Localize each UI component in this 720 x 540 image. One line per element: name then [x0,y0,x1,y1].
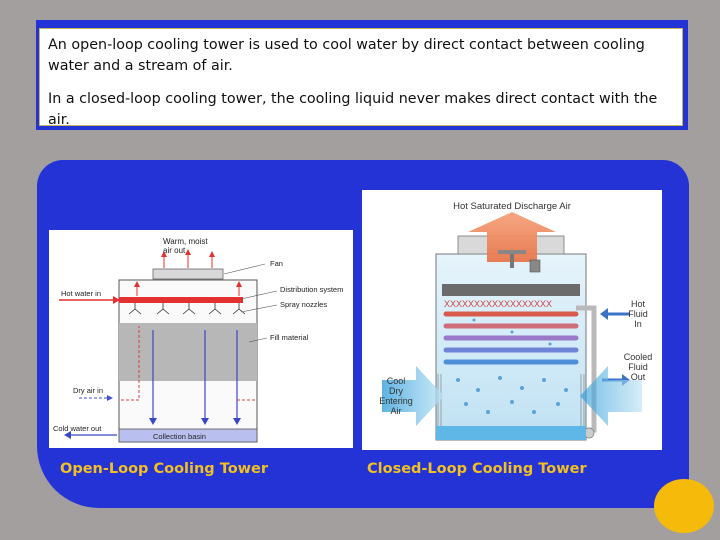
spray-header-label: XXXXXXXXXXXXXXXXXX [444,299,552,309]
closed-loop-diagram: Hot Saturated Discharge Air XXXXXXXXXXXX… [362,190,662,450]
intro-text-box: An open-loop cooling tower is used to co… [39,28,683,128]
fan-blade-icon [498,250,526,254]
fan-icon [152,268,224,280]
open-loop-description: An open-loop cooling tower is used to co… [48,37,645,74]
hot-water-label: Hot water in [61,289,101,298]
intro-frame: An open-loop cooling tower is used to co… [36,20,688,130]
hot-fluid-label-2: Fluid [628,309,648,319]
open-loop-caption: Open-Loop Cooling Tower [60,461,269,477]
open-loop-diagram: Warm, moist air out Fan Hot water in Dis… [49,230,353,448]
closed-loop-svg: Hot Saturated Discharge Air XXXXXXXXXXXX… [379,201,653,441]
collection-basin [118,428,258,443]
hot-fluid-label: Hot [631,299,646,309]
discharge-air-label: Hot Saturated Discharge Air [453,201,571,212]
spray-label: Spray nozzles [280,300,327,309]
cooled-fluid-label: Cooled [624,352,653,362]
fill-label: Fill material [270,333,309,342]
water-flow-arrows [152,330,238,420]
cool-air-label-2: Dry [389,386,403,396]
cool-air-label: Cool [387,376,406,386]
decorative-circle [654,479,714,533]
dry-air-label: Dry air in [73,386,103,395]
fan-label: Fan [270,259,283,268]
cooled-fluid-label-2: Fluid [628,362,648,372]
open-loop-svg: Warm, moist air out Fan Hot water in Dis… [53,237,343,443]
cool-air-right-arrow-icon [580,366,642,426]
fill-material [119,323,257,381]
water-basin [436,426,586,440]
cool-air-label-3: Entering [379,396,413,406]
distribution-pipe [119,297,243,303]
hot-air-arrow-icon [468,212,556,262]
warm-air-label-2: air out [163,246,186,255]
hot-fluid-label-3: In [634,319,642,329]
cold-water-label: Cold water out [53,424,102,433]
basin-label: Collection basin [153,432,206,441]
warm-air-label: Warm, moist [163,237,208,246]
distribution-label: Distribution system [280,285,343,294]
motor-icon [529,259,541,273]
cooled-fluid-label-3: Out [631,372,646,382]
coil-tubes [443,311,579,365]
cool-air-left-arrow-icon [382,366,444,426]
closed-loop-description: In a closed-loop cooling tower, the cool… [48,91,658,128]
closed-tower-body [435,253,587,441]
spray-nozzles-icon [128,303,246,315]
drift-eliminator [442,284,580,296]
closed-loop-caption: Closed-Loop Cooling Tower [367,461,587,477]
water-drops [456,318,568,414]
cool-air-label-4: Air [391,406,402,416]
